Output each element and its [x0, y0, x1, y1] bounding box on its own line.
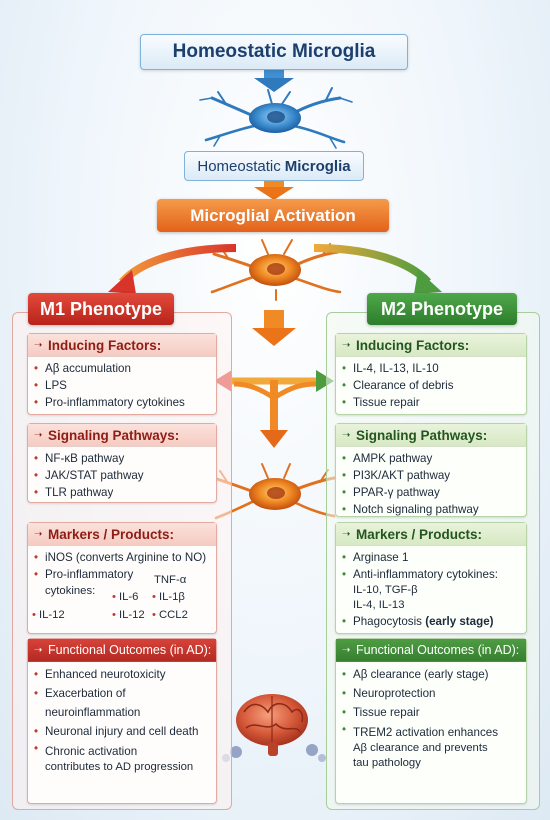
m1-signaling-card: ➝ Signaling Pathways: NF-κB pathway JAK/S… — [27, 423, 217, 503]
m1-outcomes-title: Functional Outcomes (in AD): — [48, 643, 212, 657]
list-item: IL-4, IL-13, IL-10 — [342, 360, 520, 377]
nucleus-icon — [267, 111, 285, 123]
phagocytosis-label: Phagocytosis — [353, 615, 422, 628]
homeostatic-subtitle-plain: Homeostatic — [197, 157, 281, 175]
cytokines-label: cytokines: — [45, 585, 96, 597]
list-item: TREM2 activation enhances — [342, 722, 520, 741]
phagocytosis-stage: (early stage) — [425, 615, 494, 628]
m1-outcomes-card: ➝ Functional Outcomes (in AD): Enhanced n… — [27, 638, 217, 804]
list-item: Exacerbation of neuroinflammation — [34, 684, 210, 722]
list-item: Pro-inflammatory — [34, 566, 210, 583]
m2-markers-card: ➝ Markers / Products: Arginase 1 Anti-inf… — [335, 522, 527, 634]
list-item: NF-κB pathway — [34, 450, 210, 467]
list-item: PPAR-γ pathway — [342, 484, 520, 501]
cytokine-il1b: IL-1β — [152, 590, 185, 605]
list-item: PI3K/AKT pathway — [342, 467, 520, 484]
list-item: TLR pathway — [34, 484, 210, 501]
list-item: Notch signaling pathway — [342, 501, 520, 518]
m2-markers-title: Markers / Products: — [356, 526, 483, 542]
m2-signaling-title: Signaling Pathways: — [356, 427, 488, 443]
m1-signaling-title: Signaling Pathways: — [48, 427, 180, 443]
cytokine-il12-a: IL-12 — [32, 608, 65, 623]
arrow-icon: ➝ — [342, 429, 351, 441]
homeostatic-title: Homeostatic Microglia — [140, 34, 408, 70]
m1-inducing-title: Inducing Factors: — [48, 337, 162, 353]
m2-inducing-title: Inducing Factors: — [356, 337, 470, 353]
arrow-icon: ➝ — [34, 339, 43, 351]
arrow-icon: ➝ — [342, 528, 351, 540]
list-item: Tissue repair — [342, 394, 520, 411]
arrow-icon — [254, 180, 294, 200]
activation-title: Microglial Activation — [157, 199, 389, 232]
arrow-head-icon — [108, 270, 136, 294]
list-item: Aβ accumulation — [34, 360, 210, 377]
arrow-icon: ➝ — [34, 429, 43, 441]
arrow-icon: ➝ — [34, 644, 43, 656]
cytokine-line: IL-10, TGF-β — [353, 584, 418, 596]
m2-phenotype-label: M2 Phenotype — [367, 293, 517, 325]
m2-inducing-card: ➝ Inducing Factors: IL-4, IL-13, IL-10 Cl… — [335, 333, 527, 415]
list-item: Anti-inflammatory cytokines: — [342, 566, 520, 583]
brain-icon — [236, 694, 308, 756]
list-item: Arginase 1 — [342, 549, 520, 566]
list-item: AMPK pathway — [342, 450, 520, 467]
list-item: Pro-inflammatory cytokines — [34, 394, 210, 411]
m2-signaling-card: ➝ Signaling Pathways: AMPK pathway PI3K/A… — [335, 423, 527, 518]
list-item: Neuroprotection — [342, 684, 520, 703]
arrow-icon — [252, 310, 296, 346]
list-item: iNOS (converts Arginine to NO) — [34, 549, 210, 566]
fork-arrow-icon — [214, 370, 334, 448]
cytokine-il6: IL-6 — [112, 590, 138, 605]
list-item: Aβ clearance (early stage) — [342, 665, 520, 684]
list-item-continued: contributes to AD progression — [45, 761, 194, 773]
list-item: Chronic activation — [34, 741, 210, 760]
homeostatic-subtitle-bold: Microglia — [284, 157, 351, 175]
arrow-to-m1-icon — [119, 244, 237, 285]
m2-outcomes-card: ➝ Functional Outcomes (in AD): Aβ clearan… — [335, 638, 527, 804]
nucleus-icon — [267, 263, 285, 275]
cytokine-il12-b: IL-12 — [112, 608, 145, 623]
cytokine-tnf: TNF-α — [154, 574, 187, 586]
list-item: LPS — [34, 377, 210, 394]
m2-outcomes-title: Functional Outcomes (in AD): — [356, 643, 520, 657]
list-item: Enhanced neurotoxicity — [34, 665, 210, 684]
arrow-icon — [254, 68, 294, 92]
arrow-icon: ➝ — [342, 339, 351, 351]
list-item-continued: Aβ clearance and prevents — [353, 742, 488, 754]
m1-inducing-card: ➝ Inducing Factors: Aβ accumulation LPS P… — [27, 333, 217, 415]
m1-markers-title: Markers / Products: — [48, 526, 175, 542]
cytokine-line: IL-4, IL-13 — [353, 599, 405, 611]
m1-markers-card: ➝ Markers / Products: iNOS (converts Argi… — [27, 522, 217, 634]
cytokine-ccl2: CCL2 — [152, 608, 188, 623]
list-item: JAK/STAT pathway — [34, 467, 210, 484]
arrow-head-icon — [414, 270, 442, 294]
nucleus-icon — [267, 487, 285, 499]
arrow-icon: ➝ — [342, 644, 351, 656]
list-item: Tissue repair — [342, 703, 520, 722]
list-item: Phagocytosis (early stage) — [342, 613, 520, 630]
list-item: Neuronal injury and cell death — [34, 722, 210, 741]
arrow-icon: ➝ — [34, 528, 43, 540]
list-item: Clearance of debris — [342, 377, 520, 394]
m1-phenotype-label: M1 Phenotype — [28, 293, 174, 325]
list-item-continued: tau pathology — [353, 757, 421, 769]
